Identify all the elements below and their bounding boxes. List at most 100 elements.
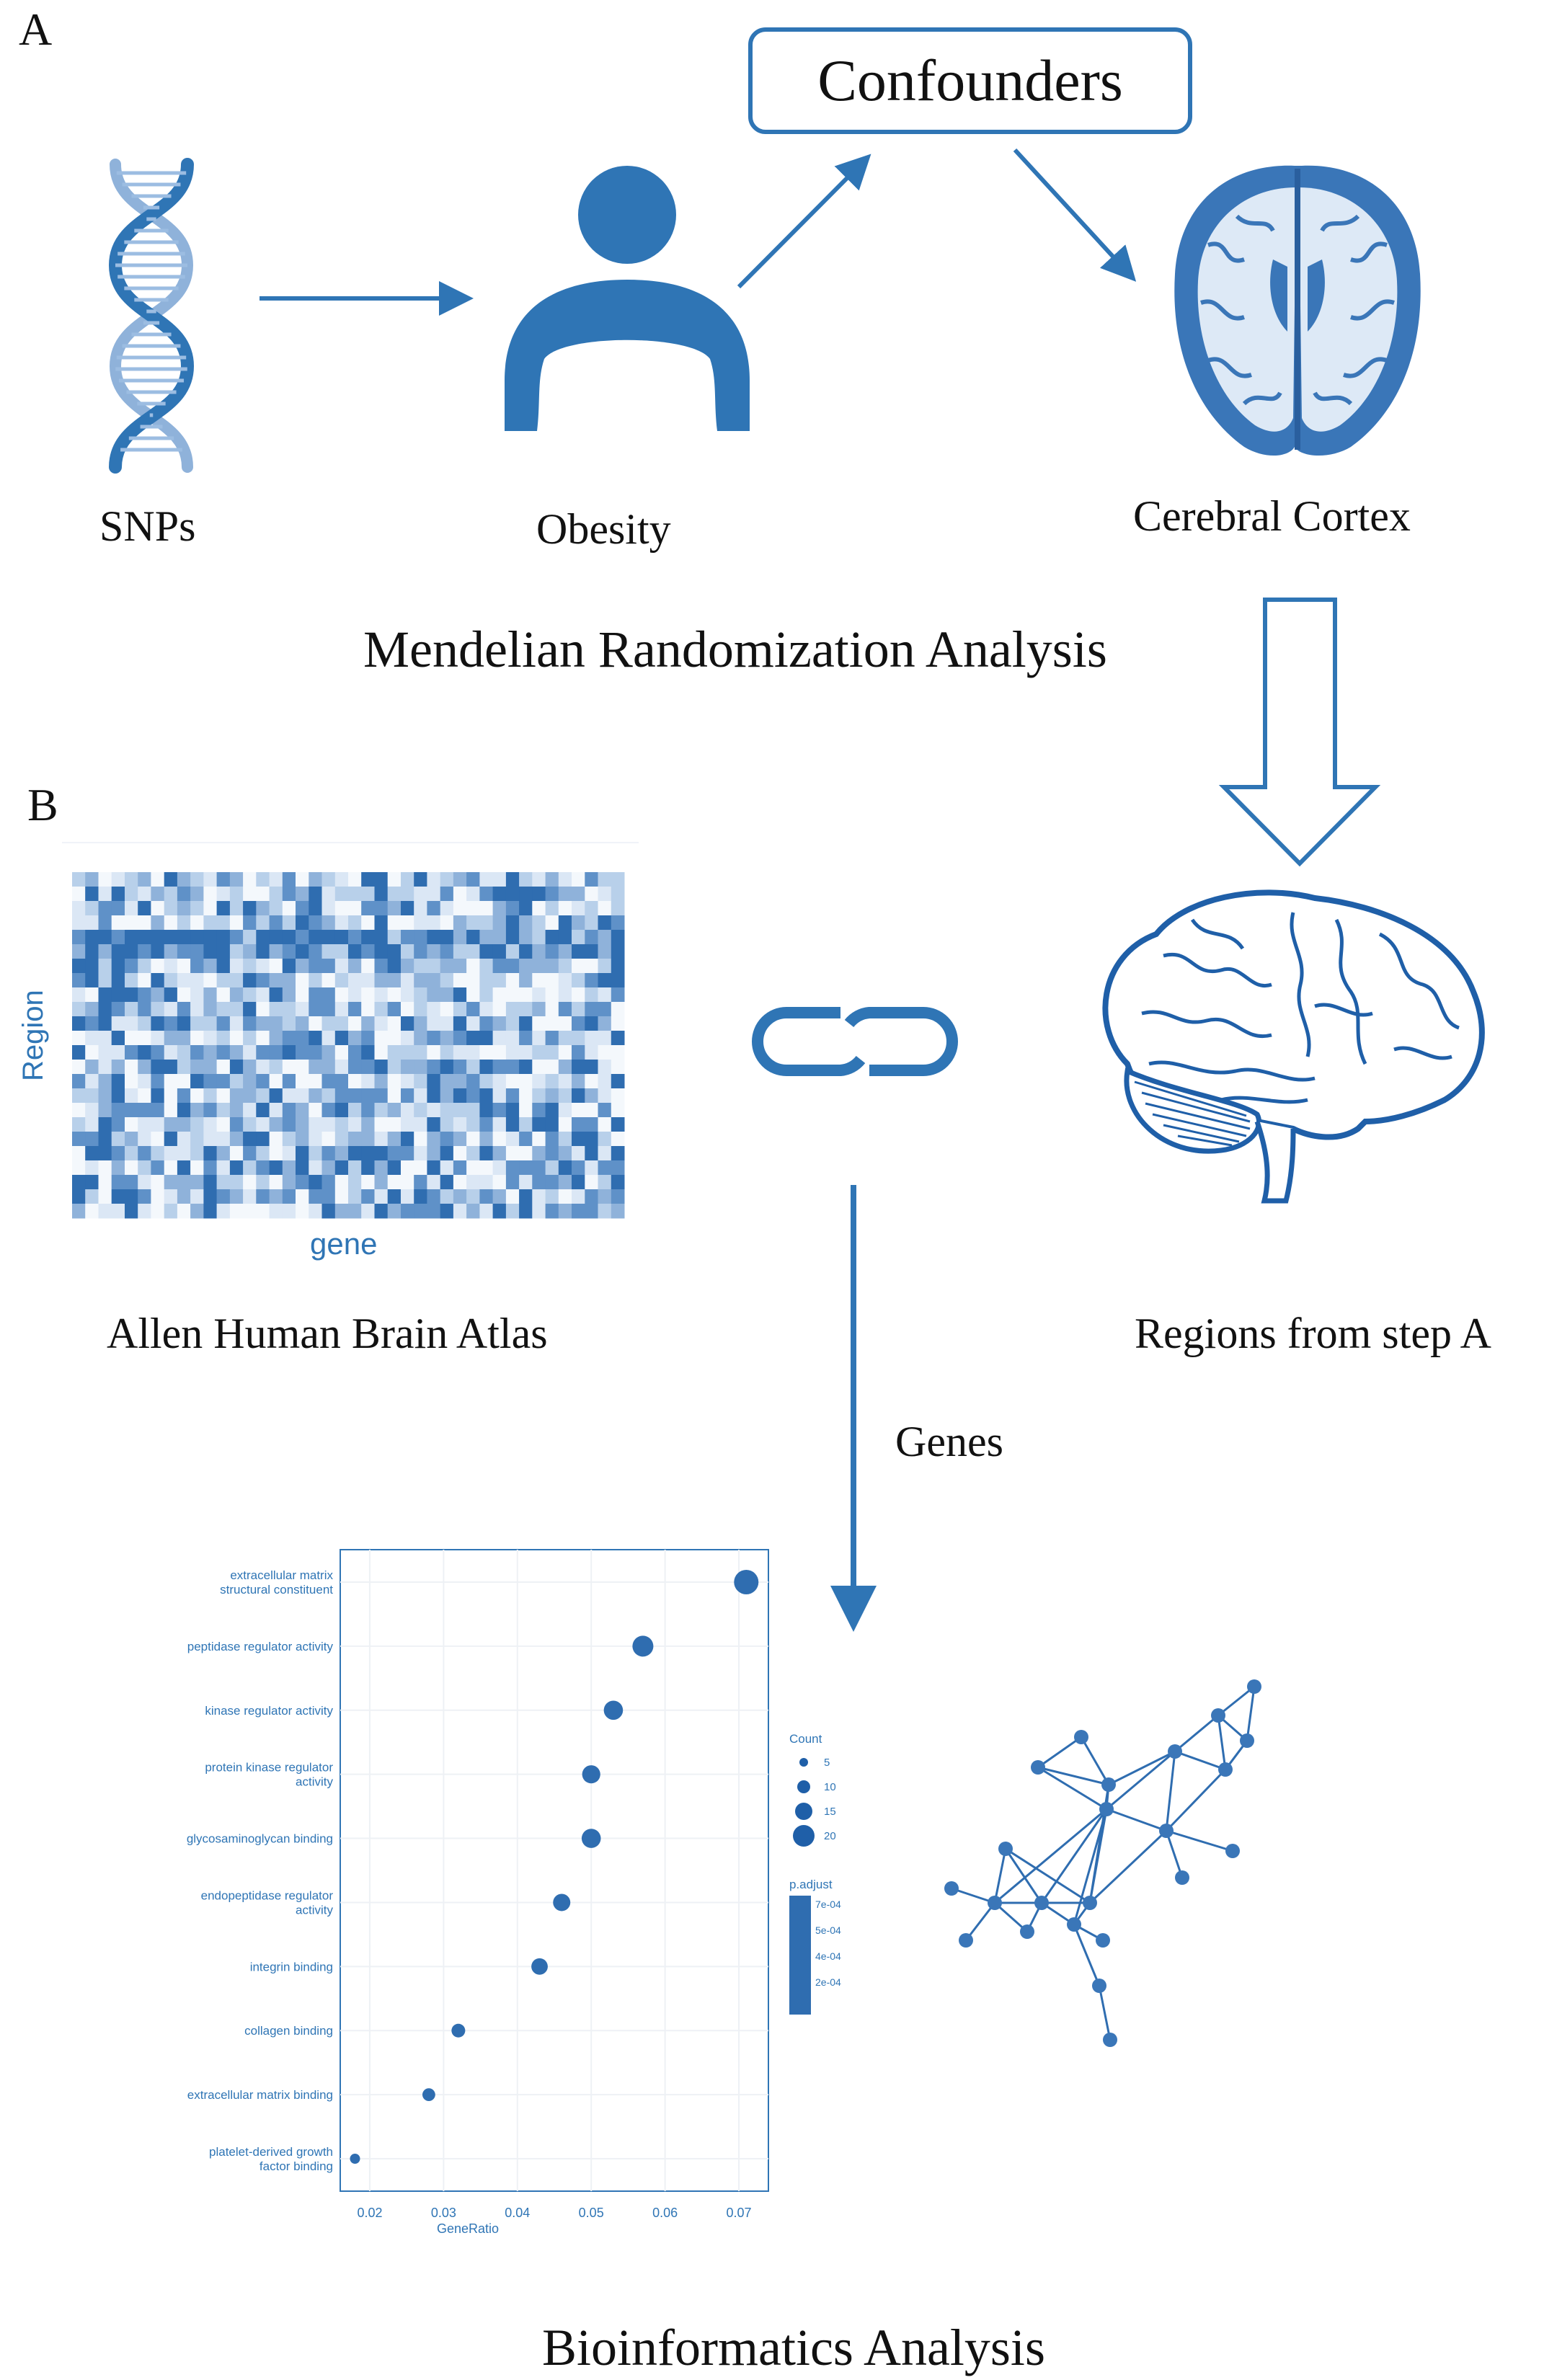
heatmap-cell xyxy=(256,1189,270,1204)
heatmap-cell xyxy=(229,987,244,1003)
heatmap-cell xyxy=(585,1189,598,1204)
heatmap-cell xyxy=(190,1204,204,1219)
heatmap-cell xyxy=(545,1146,559,1161)
heatmap-cell xyxy=(203,1074,218,1089)
heatmap-cell xyxy=(440,987,454,1003)
heatmap-cell xyxy=(282,944,296,959)
heatmap-cell xyxy=(387,1045,402,1060)
network-node xyxy=(1099,1802,1114,1816)
heatmap-cell xyxy=(427,930,441,945)
heatmap-cell xyxy=(361,1002,375,1017)
heatmap-cell xyxy=(374,872,389,887)
heatmap-cell xyxy=(138,901,151,916)
heatmap-cell xyxy=(125,1002,138,1017)
heatmap-cell xyxy=(203,930,218,945)
heatmap-cell xyxy=(374,1002,389,1017)
heatmap-cell xyxy=(98,1088,112,1104)
heatmap-cell xyxy=(190,944,204,959)
heatmap-cell xyxy=(572,901,585,916)
confounders-box: Confounders xyxy=(748,27,1192,134)
heatmap-cell xyxy=(361,1031,375,1046)
heatmap-cell xyxy=(85,1175,99,1190)
heatmap-cell xyxy=(361,915,375,931)
heatmap-cell xyxy=(125,901,138,916)
heatmap-cell xyxy=(216,1060,231,1075)
heatmap-cell xyxy=(85,1002,99,1017)
heatmap-cell xyxy=(229,1002,244,1017)
heatmap-cell xyxy=(72,1146,86,1161)
heatmap-cell xyxy=(138,987,151,1003)
heatmap-cell xyxy=(98,1175,112,1190)
heatmap-cell xyxy=(558,1204,572,1219)
heatmap-cell xyxy=(243,987,257,1003)
heatmap-cell xyxy=(348,1132,362,1147)
heatmap-cell xyxy=(256,959,270,974)
heatmap-cell xyxy=(374,1045,389,1060)
brain-axial-icon xyxy=(1174,165,1421,456)
heatmap-cell xyxy=(125,887,138,902)
heatmap-cell xyxy=(334,1088,349,1104)
heatmap-cell xyxy=(164,1016,178,1031)
heatmap-cell xyxy=(321,973,336,988)
heatmap-cell xyxy=(492,1117,507,1132)
heatmap-cell xyxy=(72,930,86,945)
heatmap-cell xyxy=(440,1045,454,1060)
heatmap-cell xyxy=(492,987,507,1003)
heatmap-cell xyxy=(440,1132,454,1147)
heatmap-cell xyxy=(256,1045,270,1060)
heatmap-cell xyxy=(203,1016,218,1031)
heatmap-cell xyxy=(598,973,612,988)
heatmap-cell xyxy=(164,1160,178,1176)
x-tick-label: 0.05 xyxy=(579,2206,604,2220)
heatmap-cell xyxy=(414,1074,427,1089)
heatmap-cell xyxy=(151,915,165,931)
heatmap-cell xyxy=(203,1002,218,1017)
heatmap-cell xyxy=(256,930,270,945)
heatmap-cell xyxy=(558,1074,572,1089)
heatmap-cell xyxy=(532,1045,546,1060)
heatmap-cell xyxy=(309,915,322,931)
heatmap-cell xyxy=(309,987,322,1003)
heatmap-cell xyxy=(190,930,204,945)
heatmap-cell xyxy=(545,930,559,945)
heatmap-cell xyxy=(72,1132,86,1147)
heatmap-cell xyxy=(98,1002,112,1017)
heatmap-cell xyxy=(361,973,375,988)
heatmap-cell xyxy=(321,915,336,931)
heatmap-cell xyxy=(164,1204,178,1219)
heatmap-cell xyxy=(427,959,441,974)
heatmap-cell xyxy=(532,915,546,931)
heatmap-cell xyxy=(334,1031,349,1046)
heatmap-cell xyxy=(401,1117,414,1132)
heatmap-cell xyxy=(374,1060,389,1075)
heatmap-cell xyxy=(321,1175,336,1190)
heatmap-cell xyxy=(216,1103,231,1118)
heatmap-cell xyxy=(216,1117,231,1132)
heatmap-cell xyxy=(111,901,125,916)
heatmap-cell xyxy=(585,959,598,974)
heatmap-cell xyxy=(479,1016,494,1031)
heatmap-cell xyxy=(374,915,389,931)
heatmap-cell xyxy=(85,930,99,945)
heatmap-cell xyxy=(427,1117,441,1132)
heatmap-cell xyxy=(466,944,480,959)
heatmap-cell xyxy=(401,1146,414,1161)
heatmap-cell xyxy=(85,1074,99,1089)
heatmap-cell xyxy=(321,987,336,1003)
heatmap-cell xyxy=(401,887,414,902)
heatmap-cell xyxy=(243,1175,257,1190)
heatmap-cell xyxy=(256,973,270,988)
heatmap-cell xyxy=(427,1160,441,1176)
heatmap-cell xyxy=(177,1045,191,1060)
heatmap-cell xyxy=(545,1088,559,1104)
heatmap-cell xyxy=(348,1060,362,1075)
heatmap-cell xyxy=(401,915,414,931)
heatmap-cell xyxy=(611,1117,625,1132)
heatmap-cell xyxy=(296,1060,309,1075)
heatmap-cell xyxy=(203,1204,218,1219)
heatmap-cell xyxy=(453,1117,467,1132)
heatmap-cell xyxy=(85,1060,99,1075)
heatmap-cell xyxy=(111,1204,125,1219)
heatmap-cell xyxy=(111,1016,125,1031)
heatmap-cell xyxy=(519,1189,533,1204)
